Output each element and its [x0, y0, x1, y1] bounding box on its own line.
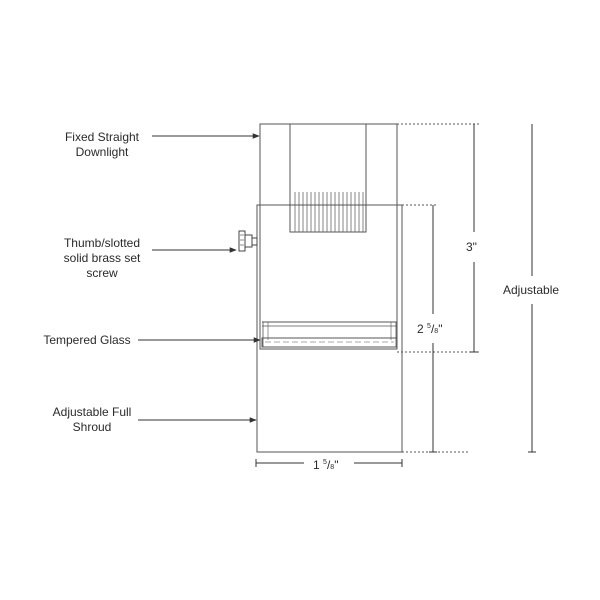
label-tempered-glass: Tempered Glass	[43, 333, 131, 347]
label-set-screw: Thumb/slotted solid brass set screw	[63, 236, 141, 280]
dim-1-5-8-line	[255, 459, 403, 467]
adjustable-shroud	[256, 204, 403, 453]
label-fixed-straight-downlight: Fixed Straight Downlight	[64, 130, 140, 159]
dim-2-5-8-label: 2 5/8"	[417, 322, 443, 336]
label-adjustable-shroud: Adjustable Full Shroud	[52, 405, 132, 434]
lamp-body	[289, 123, 367, 233]
heat-sink-fins	[294, 192, 364, 232]
dim-1-5-8-label: 1 5/8"	[313, 458, 339, 472]
downlight-housing	[259, 123, 398, 350]
dim-adjustable-label: Adjustable	[503, 283, 560, 297]
dim-adjustable-line	[528, 124, 536, 453]
extension-lines	[397, 123, 480, 453]
dim-3-line	[470, 124, 478, 353]
dim-3-label: 3"	[466, 240, 477, 254]
tempered-glass	[261, 321, 398, 348]
dim-2-5-8-line	[429, 205, 437, 453]
set-screw	[238, 230, 258, 252]
